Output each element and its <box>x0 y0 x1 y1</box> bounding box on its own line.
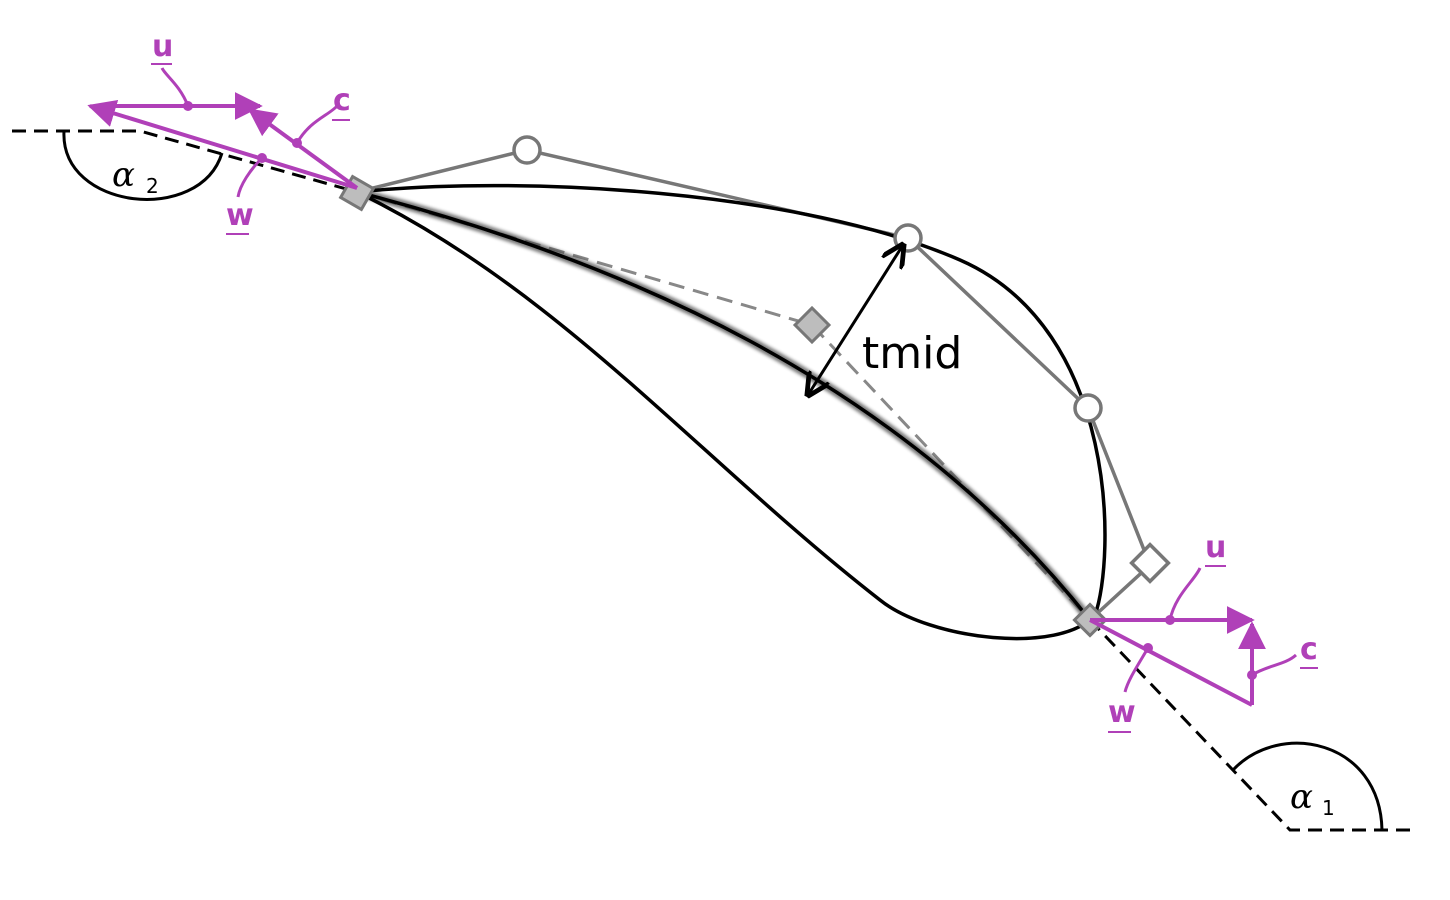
inlet-w-vector <box>87 100 358 190</box>
outlet-velocity-triangle <box>1089 567 1298 707</box>
control-polygon <box>356 148 1153 622</box>
camber-line <box>356 190 1092 622</box>
inlet-velocity-triangle <box>87 67 359 198</box>
outlet-direction-line <box>1088 618 1418 832</box>
inlet-c-label: c <box>333 83 351 118</box>
control-point-circle <box>1073 393 1103 423</box>
thickness-label: tmid <box>862 328 962 379</box>
alpha1-arc <box>1231 741 1384 831</box>
outlet-c-label: c <box>1300 632 1318 667</box>
outlet-u-label: u <box>1205 530 1226 565</box>
alpha2-arc <box>62 130 224 201</box>
alpha2-subscript: 2 <box>146 174 159 198</box>
alpha1-symbol: α <box>1290 777 1313 817</box>
inlet-u-label: u <box>152 29 173 64</box>
outlet-w-label: w <box>1108 695 1136 730</box>
inlet-w-label: w <box>226 198 254 233</box>
control-point-square <box>1129 542 1171 584</box>
blade-profile <box>350 183 1107 641</box>
outlet-w-vector <box>1089 618 1253 707</box>
alpha1-subscript: 1 <box>1322 796 1335 820</box>
control-point-circle <box>893 223 923 253</box>
alpha2-symbol: α <box>112 155 135 195</box>
control-point-circle <box>512 135 542 165</box>
thickness-arrow <box>808 245 903 395</box>
inlet-c-vector <box>247 108 359 190</box>
